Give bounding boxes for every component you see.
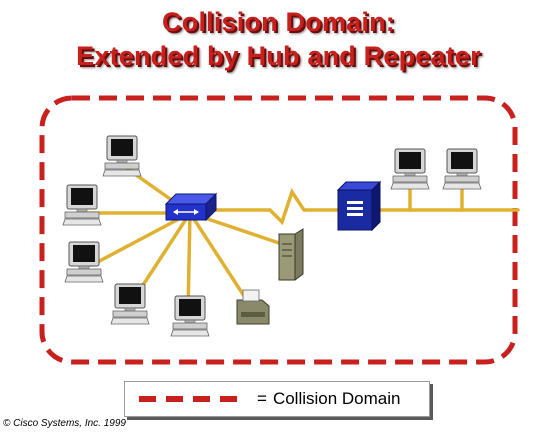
printer-icon xyxy=(236,289,270,325)
legend-box: = Collision Domain xyxy=(124,381,430,417)
server-icon xyxy=(278,228,304,281)
repeater-icon xyxy=(336,180,382,232)
workstation-icon xyxy=(442,148,482,190)
copyright-notice: © Cisco Systems, Inc. 1999 xyxy=(3,418,126,429)
workstation-icon xyxy=(64,241,104,283)
collision-domain-border xyxy=(39,95,518,365)
workstation-icon xyxy=(390,148,430,190)
diagram-title-line2: Extended by Hub and Repeater xyxy=(76,41,481,71)
workstation-icon xyxy=(102,135,142,177)
workstation-icon xyxy=(110,283,150,325)
legend-dashed-line xyxy=(139,396,247,402)
workstation-icon xyxy=(62,184,102,226)
legend-equals: = xyxy=(257,389,267,408)
hub-icon xyxy=(164,192,218,222)
workstation-icon xyxy=(170,295,210,337)
repeater-bus xyxy=(366,186,520,212)
legend-label: Collision Domain xyxy=(272,389,401,408)
diagram-title-line1: Collision Domain: xyxy=(162,7,395,37)
